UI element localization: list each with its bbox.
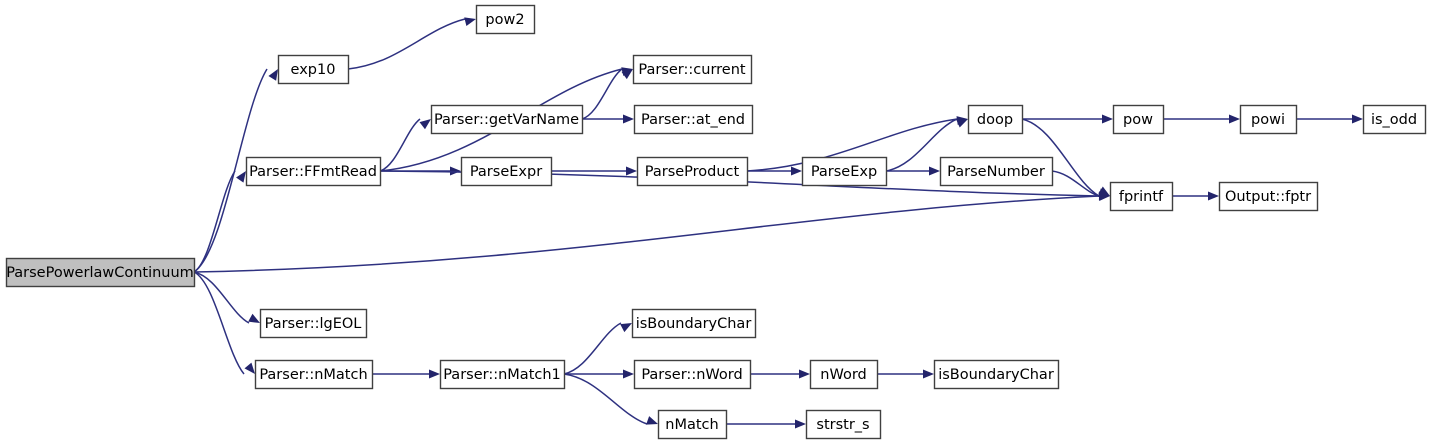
- edge-nmatch1-to-nmatch: [563, 373, 648, 425]
- graph-node-at_end[interactable]: Parser::at_end: [633, 104, 754, 135]
- graph-node-isbound1[interactable]: isBoundaryChar: [631, 308, 757, 339]
- edge-root-to-exp10: [193, 68, 268, 273]
- graph-node-outputfptr[interactable]: Output::fptr: [1218, 181, 1319, 212]
- edge-getvarname-to-current: [581, 68, 623, 120]
- edge-root-to-fprintf: [193, 195, 1100, 273]
- arrowhead-getvarname-to-at_end: [623, 114, 634, 124]
- graph-node-nword[interactable]: nWord: [809, 359, 879, 390]
- arrowhead-ffmtread-to-parseexpr: [450, 166, 461, 176]
- graph-node-nword_p[interactable]: Parser::nWord: [633, 359, 752, 390]
- node-box-is_odd[interactable]: [1362, 104, 1427, 135]
- node-box-fprintf[interactable]: [1109, 181, 1174, 212]
- arrowhead-doop-to-fprintf: [1098, 186, 1110, 196]
- graph-node-doop[interactable]: doop: [967, 104, 1024, 135]
- node-box-strstr_s[interactable]: [805, 409, 882, 440]
- edge-exp10-to-pow2: [347, 18, 466, 70]
- arrowhead-nword-to-isbound2: [923, 369, 934, 379]
- node-box-parsenumber[interactable]: [939, 156, 1054, 187]
- arrowhead-getvarname-to-current: [621, 69, 633, 80]
- node-box-nmatch[interactable]: [657, 409, 728, 440]
- graph-node-fprintf[interactable]: fprintf: [1109, 181, 1174, 212]
- node-box-getvarname[interactable]: [430, 104, 584, 135]
- edge-ffmtread-to-getvarname: [379, 118, 421, 172]
- arrowhead-doop-to-pow: [1102, 114, 1113, 124]
- edge-nmatch1-to-isbound1: [563, 322, 622, 375]
- nodes-layer: ParsePowerlawContinuum exp10Parser::FFmtR…: [5, 4, 1427, 440]
- graph-node-isbound2[interactable]: isBoundaryChar: [933, 359, 1060, 390]
- node-box-at_end[interactable]: [633, 104, 754, 135]
- arrowhead-root-to-ffmtread: [236, 171, 246, 183]
- node-box-lgeol[interactable]: [259, 308, 368, 339]
- graph-node-parseexpr[interactable]: ParseExpr: [460, 156, 553, 187]
- graph-node-parseexp[interactable]: ParseExp: [801, 156, 888, 187]
- arrowhead-fprintf-to-outputfptr: [1208, 191, 1219, 201]
- edge-root-to-lgeol: [193, 271, 250, 324]
- arrowhead-exp10-to-pow2: [464, 17, 476, 27]
- arrowhead-ffmtread-to-getvarname: [419, 119, 431, 130]
- node-box-isbound2[interactable]: [933, 359, 1060, 390]
- arrowhead-root-to-nmatch_p: [244, 362, 255, 374]
- graph-node-ffmtread[interactable]: Parser::FFmtRead: [245, 156, 382, 187]
- arrowhead-nmatch-to-strstr_s: [795, 419, 806, 429]
- node-box-powi[interactable]: [1239, 104, 1298, 135]
- node-box-parseexp[interactable]: [801, 156, 888, 187]
- arrowhead-parseproduct-to-parseexp: [791, 166, 802, 176]
- edge-root-to-ffmtread: [193, 170, 236, 273]
- graph-node-parsenumber[interactable]: ParseNumber: [939, 156, 1054, 187]
- arrowhead-parseexpr-to-parseproduct: [626, 166, 637, 176]
- arrowhead-pow-to-powi: [1229, 114, 1240, 124]
- arrowhead-root-to-exp10: [268, 69, 278, 81]
- node-box-nmatch_p[interactable]: [254, 359, 374, 390]
- graph-node-exp10[interactable]: exp10: [277, 54, 350, 85]
- node-box-doop[interactable]: [967, 104, 1024, 135]
- node-box-nword_p[interactable]: [633, 359, 752, 390]
- graph-node-root[interactable]: ParsePowerlawContinuum: [5, 257, 196, 288]
- node-box-parseproduct[interactable]: [636, 156, 749, 187]
- arrowhead-nmatch1-to-nmatch: [646, 416, 658, 425]
- node-box-pow[interactable]: [1112, 104, 1165, 135]
- edge-root-to-nmatch_p: [193, 271, 245, 375]
- graph-node-pow[interactable]: pow: [1112, 104, 1165, 135]
- graph-node-strstr_s[interactable]: strstr_s: [805, 409, 882, 440]
- arrowhead-nword_p-to-nword: [799, 369, 810, 379]
- arrowhead-parseexp-to-doop: [956, 119, 968, 128]
- graph-node-is_odd[interactable]: is_odd: [1362, 104, 1427, 135]
- arrowhead-nmatch_p-to-nmatch1: [429, 369, 440, 379]
- graph-node-nmatch[interactable]: nMatch: [657, 409, 728, 440]
- edge-parseexp-to-doop: [885, 118, 958, 172]
- node-box-nmatch1[interactable]: [439, 359, 566, 390]
- node-box-ffmtread[interactable]: [245, 156, 382, 187]
- graph-node-nmatch_p[interactable]: Parser::nMatch: [254, 359, 374, 390]
- graph-node-lgeol[interactable]: Parser::lgEOL: [259, 308, 368, 339]
- graph-node-getvarname[interactable]: Parser::getVarName: [430, 104, 584, 135]
- graph-node-powi[interactable]: powi: [1239, 104, 1298, 135]
- arrowhead-nmatch1-to-nword_p: [623, 369, 634, 379]
- arrowhead-parseexp-to-parsenumber: [929, 166, 940, 176]
- graph-node-nmatch1[interactable]: Parser::nMatch1: [439, 359, 566, 390]
- node-box-outputfptr[interactable]: [1218, 181, 1319, 212]
- arrowhead-powi-to-is_odd: [1352, 114, 1363, 124]
- node-box-current[interactable]: [632, 54, 753, 85]
- edge-parseproduct-to-doop: [746, 118, 958, 172]
- edge-doop-to-fprintf: [1021, 118, 1100, 197]
- arrowhead-root-to-lgeol: [248, 313, 260, 323]
- graph-node-parseproduct[interactable]: ParseProduct: [636, 156, 749, 187]
- graph-node-pow2[interactable]: pow2: [475, 4, 536, 35]
- node-box-nword[interactable]: [809, 359, 879, 390]
- edge-parsenumber-to-fprintf: [1051, 170, 1100, 197]
- graph-node-current[interactable]: Parser::current: [632, 54, 753, 85]
- node-box-parseexpr[interactable]: [460, 156, 553, 187]
- node-box-exp10[interactable]: [277, 54, 350, 85]
- node-box-root[interactable]: [5, 257, 196, 288]
- arrowhead-nmatch1-to-isbound1: [620, 323, 632, 333]
- node-box-pow2[interactable]: [475, 4, 536, 35]
- node-box-isbound1[interactable]: [631, 308, 757, 339]
